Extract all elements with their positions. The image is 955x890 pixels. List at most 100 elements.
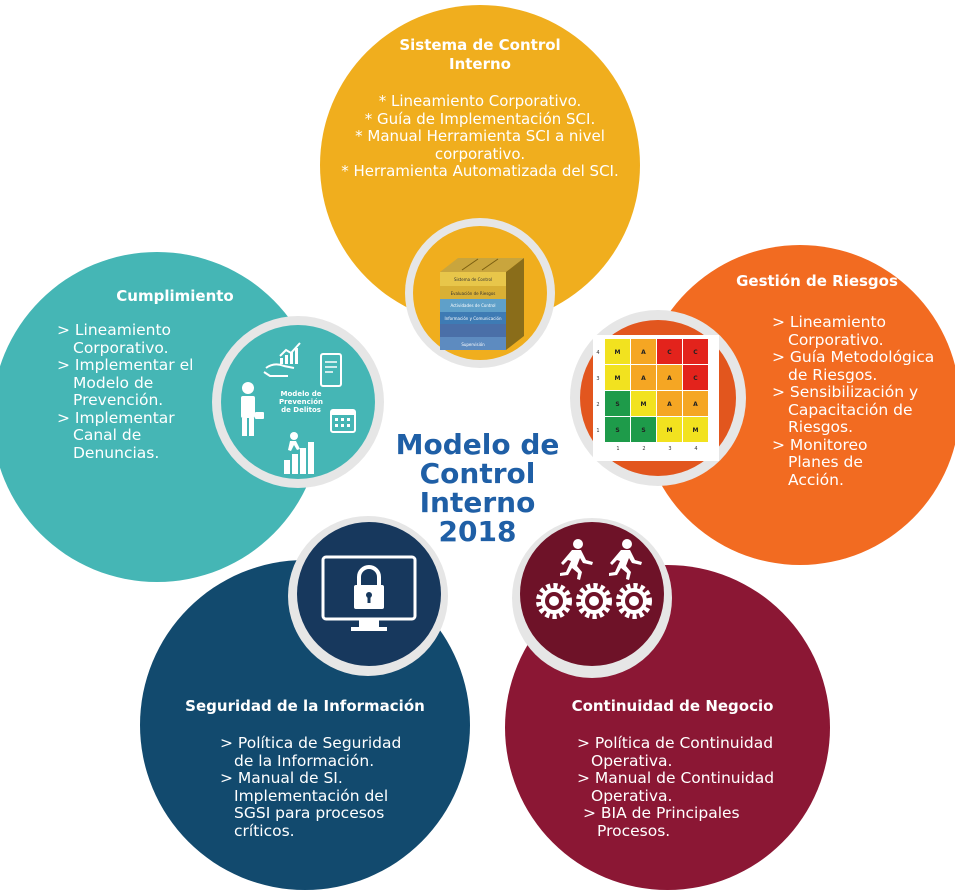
- risk-cell: [631, 417, 656, 442]
- riesgos-item: Riesgos.: [788, 418, 854, 436]
- continuidad-item: > Política de Continuidad: [577, 734, 774, 752]
- riesgos-item: > Monitoreo: [772, 435, 868, 454]
- cumplimiento-item: > Lineamiento: [57, 321, 172, 339]
- riesgos-item: Corporativo.: [788, 330, 884, 349]
- cumplimiento-item: Modelo de: [73, 373, 154, 392]
- running-growth-icon: [284, 432, 314, 474]
- riesgos-item: de Riesgos.: [788, 365, 878, 384]
- risk-cell: [605, 391, 630, 416]
- risk-cell-label: C: [693, 349, 698, 356]
- gear-icon: [616, 583, 652, 619]
- seguridad-item: > Manual de SI.: [220, 769, 343, 787]
- risk-cell: [631, 391, 656, 416]
- sistema-item: corporativo.: [434, 144, 526, 163]
- continuidad-item: > Manual de Continuidad: [577, 769, 775, 787]
- calendar-icon: [330, 409, 356, 433]
- risk-cell: [657, 339, 682, 364]
- riesgos-list: > Lineamiento Corporativo. > Guía Metodo…: [772, 313, 952, 489]
- continuidad-item: Operativa.: [591, 786, 673, 805]
- runner-icon: [560, 539, 593, 580]
- continuidad-title: Continuidad de Negocio: [571, 697, 774, 715]
- risk-cell: [631, 339, 656, 364]
- sistema-item: * Herramienta Automatizada del SCI.: [341, 162, 619, 180]
- sistema-item: * Lineamiento Corporativo.: [378, 92, 582, 110]
- runner-icon: [609, 539, 642, 580]
- risk-cell-label: M: [693, 427, 699, 434]
- risk-cell-label: M: [641, 401, 647, 408]
- risk-cell-label: C: [693, 375, 698, 382]
- center-title-line3: 2018: [438, 515, 517, 548]
- risk-cell-label: S: [641, 427, 645, 434]
- sistema-title-line2: Interno: [449, 55, 511, 73]
- cube-label: Supervisión: [461, 342, 485, 347]
- risk-col-label: 4: [694, 446, 697, 452]
- riesgos-title: Gestión de Riesgos: [736, 272, 898, 290]
- gear-icon: [536, 583, 572, 619]
- risk-row-label: 1: [596, 428, 599, 434]
- prevention-label: Modelo de: [281, 390, 322, 398]
- risk-cell: [605, 417, 630, 442]
- monitor-lock-icon: [321, 555, 417, 631]
- continuidad-item: > BIA de Principales: [583, 804, 740, 822]
- riesgos-item: Acción.: [788, 470, 844, 489]
- risk-cell: [683, 339, 708, 364]
- cube-label: Información y Comunicación: [445, 316, 502, 321]
- risk-cell-label: A: [641, 375, 646, 382]
- cumplimiento-item: Prevención.: [73, 391, 164, 409]
- risk-col-label: 1: [616, 446, 619, 452]
- risk-cell: [657, 365, 682, 390]
- tablet-icon: [320, 353, 342, 387]
- gears-runners-icon: [536, 539, 652, 619]
- continuidad-item: Procesos.: [597, 821, 671, 840]
- cumplimiento-title: Cumplimiento: [116, 287, 234, 305]
- seguridad-item: > Política de Seguridad: [220, 734, 402, 752]
- seguridad-item: de la Información.: [234, 751, 375, 770]
- prevention-label: de Delitos: [281, 406, 321, 414]
- sistema-item: * Manual Herramienta SCI a nivel: [355, 127, 605, 145]
- seguridad-item: críticos.: [234, 821, 295, 840]
- center-title: Modelo de Control Interno 2018: [365, 430, 590, 546]
- risk-cell-label: M: [615, 349, 621, 356]
- riesgos-item: > Lineamiento: [772, 313, 887, 331]
- center-title-line2: Control Interno: [419, 457, 536, 519]
- risk-cell: [683, 365, 708, 390]
- cube-label: Evaluación de Riesgos: [451, 291, 496, 296]
- risk-cell: [605, 339, 630, 364]
- risk-cell: [683, 391, 708, 416]
- risk-cell: [657, 391, 682, 416]
- risk-cell-label: A: [641, 349, 646, 356]
- cumplimiento-list: > Lineamiento Corporativo. > Implementar…: [57, 321, 217, 462]
- cumplimiento-item: > Implementar el: [57, 356, 194, 374]
- prevention-label: Prevención: [279, 398, 323, 406]
- cube-label: Actividades de Control: [450, 303, 495, 308]
- risk-cell-label: M: [615, 375, 621, 382]
- risk-row-label: 3: [596, 376, 599, 382]
- sistema-item: * Guía de Implementación SCI.: [364, 109, 596, 128]
- risk-cell-label: A: [667, 401, 672, 408]
- risk-cell: [631, 365, 656, 390]
- seguridad-item: SGSI para procesos: [234, 804, 385, 822]
- cumplimiento-item: > Implementar: [57, 408, 175, 427]
- risk-cell-label: S: [615, 401, 619, 408]
- risk-col-label: 2: [642, 446, 645, 452]
- businessman-icon: [241, 382, 264, 436]
- risk-cell: [605, 365, 630, 390]
- cumplimiento-item: Denuncias.: [73, 443, 160, 462]
- seguridad-title: Seguridad de la Información: [185, 697, 425, 715]
- seguridad-list: > Política de Seguridad de la Informació…: [220, 734, 450, 840]
- sistema-title: Sistema de Control Interno: [370, 36, 590, 74]
- risk-row-label: 4: [596, 350, 599, 356]
- cumplimiento-item: Corporativo.: [73, 338, 169, 357]
- control-cube-icon: Sistema de Control Evaluación de Riesgos…: [440, 258, 524, 350]
- continuidad-list: > Política de Continuidad Operativa. > M…: [577, 734, 817, 840]
- center-title-line1: Modelo de: [395, 428, 560, 461]
- risk-cell: [683, 417, 708, 442]
- riesgos-item: > Sensibilización y: [772, 383, 919, 401]
- risk-col-label: 3: [668, 446, 671, 452]
- sistema-title-line1: Sistema de Control: [399, 36, 561, 54]
- riesgos-item: Planes de: [788, 453, 863, 471]
- riesgos-item: Capacitación de: [788, 400, 913, 419]
- sistema-list: * Lineamiento Corporativo. * Guía de Imp…: [325, 92, 635, 181]
- risk-cell-label: A: [667, 375, 672, 382]
